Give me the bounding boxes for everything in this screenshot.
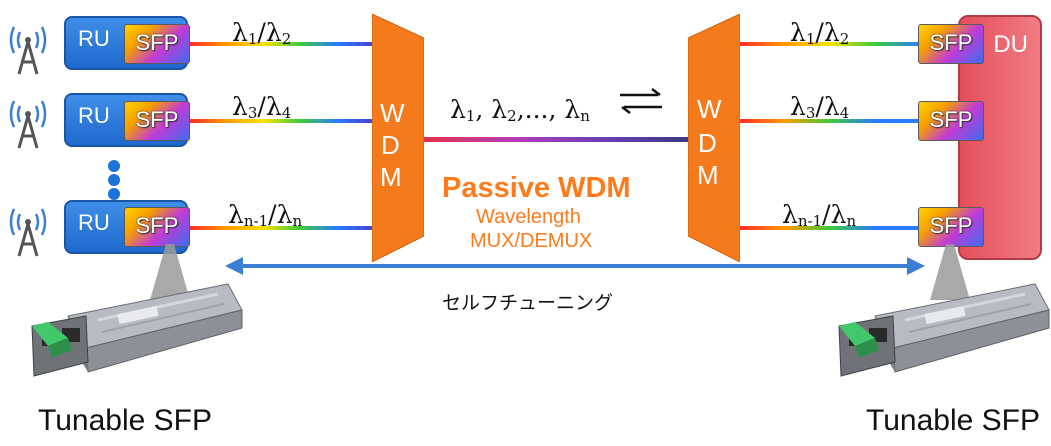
bidirectional-arrow-icon [620,88,662,114]
fiber-right-3 [740,226,920,230]
ru-label: RU [78,210,110,235]
sfp-module: SFP [918,24,984,64]
sfp-module: SFP [124,207,190,247]
self-tuning-label: セルフチューニング [442,292,614,314]
sfp-module: SFP [124,101,190,141]
sfp-label: SFP [929,213,973,238]
wdm-letter: D [698,128,717,158]
lambda-label: λ3/λ4 [232,92,292,122]
ellipsis-dot [108,174,120,186]
wdm-letter: W [697,94,722,124]
lambda-label: λ1/λ2 [790,18,850,48]
passive-wdm-subtitle: MUX/DEMUX [470,230,593,252]
ru-label: RU [78,26,110,51]
lambda-label: λn-1/λn [228,200,303,230]
sfp-label: SFP [135,107,179,132]
fiber-trunk [424,137,688,142]
sfp-module: SFP [918,101,984,141]
callout-pointer-left [150,244,190,300]
fiber-left-2 [190,119,374,123]
callout-pointer-right [930,244,970,300]
wdm-letter: W [380,98,405,128]
wdm-letter: M [697,160,719,190]
fiber-right-1 [740,42,920,46]
sfp-label: SFP [929,30,973,55]
sfp-module-icon [838,283,1050,377]
fiber-right-2 [740,119,920,123]
wdm-letter: D [381,130,400,160]
antenna-icon [9,26,47,75]
wdm-letter: M [380,162,402,192]
wdm-left [372,14,424,262]
antenna-icon [9,208,47,257]
ru-label: RU [78,103,110,128]
sfp-label: SFP [929,107,973,132]
fiber-left-1 [190,42,374,46]
fiber-left-3 [190,226,374,230]
wdm-right [688,14,740,262]
ellipsis-dot [108,188,120,200]
ellipsis-dot [108,160,120,172]
sfp-label: SFP [135,213,179,238]
sfp-module-icon [31,283,243,377]
lambda-trunk-label: λ1, λ2,..., λn [450,95,590,125]
lambda-label: λ3/λ4 [790,92,850,122]
passive-wdm-title: Passive WDM [442,172,631,204]
self-tuning-arrow [225,257,925,275]
antenna-icon [9,100,47,149]
passive-wdm-subtitle: Wavelength [476,206,581,228]
tunable-sfp-label-right: Tunable SFP [866,404,1040,437]
tunable-sfp-label-left: Tunable SFP [38,404,212,437]
sfp-label: SFP [135,30,179,55]
lambda-label: λ1/λ2 [232,18,292,48]
lambda-label: λn-1/λn [782,200,857,230]
sfp-module: SFP [918,207,984,247]
sfp-module: SFP [124,24,190,64]
du-label: DU [993,31,1028,58]
